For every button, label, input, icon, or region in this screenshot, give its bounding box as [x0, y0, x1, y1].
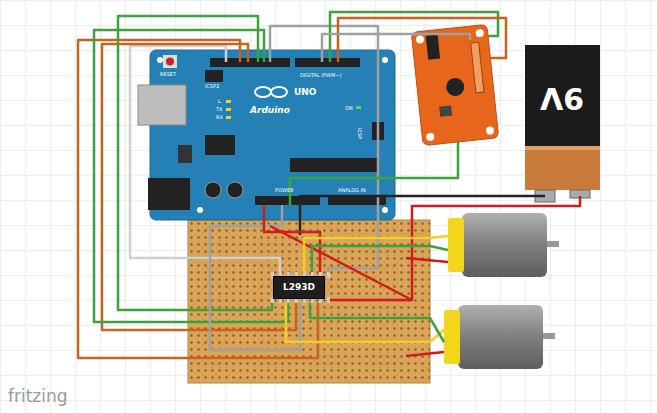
dc-motor: [448, 213, 559, 277]
watermark: fritzing: [8, 388, 68, 405]
arduino-board: [138, 50, 395, 220]
board-label: ICSP2: [205, 84, 219, 89]
led-label: TX: [216, 107, 222, 112]
board-label: RESET: [160, 72, 176, 77]
model-name: UNO: [294, 88, 317, 97]
wires: [78, 12, 580, 358]
led-label: L: [218, 99, 221, 104]
chip-pins: [271, 272, 330, 303]
chip-name: L293D: [283, 283, 315, 292]
voice-module: [411, 24, 498, 145]
battery-body: 9V: [525, 45, 600, 150]
led-label: RX: [216, 115, 223, 120]
battery-voltage: 9V: [540, 83, 584, 113]
dc-motor: [444, 305, 555, 369]
battery: [525, 45, 600, 202]
led-label: ON: [345, 106, 353, 111]
header-label: ANALOG IN: [338, 188, 366, 193]
ic-chip: L293D: [273, 276, 325, 299]
header-label: DIGITAL (PWM~): [300, 73, 342, 78]
brand-name: Arduino: [250, 106, 290, 115]
board-label: ICSP: [357, 128, 362, 139]
header-label: POWER: [275, 188, 294, 193]
